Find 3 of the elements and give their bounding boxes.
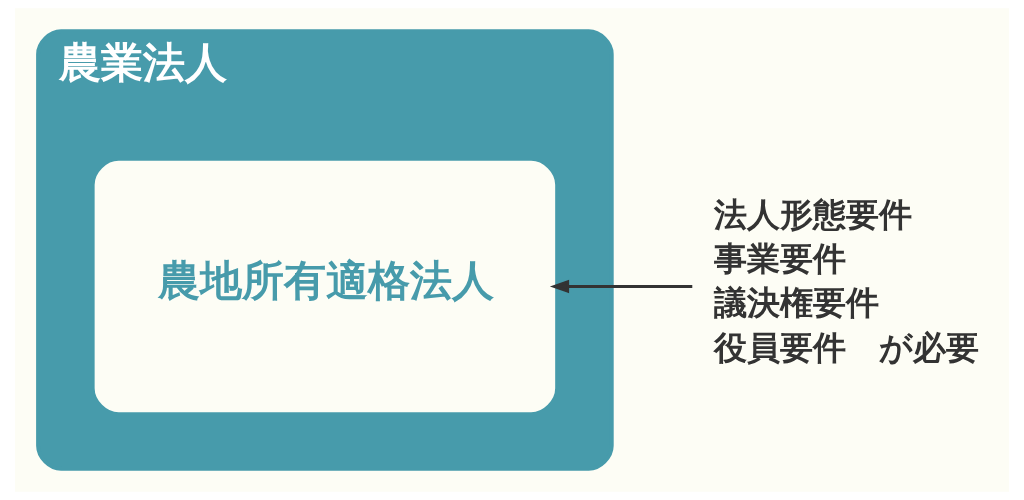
node-text: 法人形態要件 事業要件 議決権要件 役員要件 が必要 [714, 196, 980, 367]
arrow [549, 279, 693, 294]
node-box: 農地所有適格法人 [94, 160, 556, 413]
